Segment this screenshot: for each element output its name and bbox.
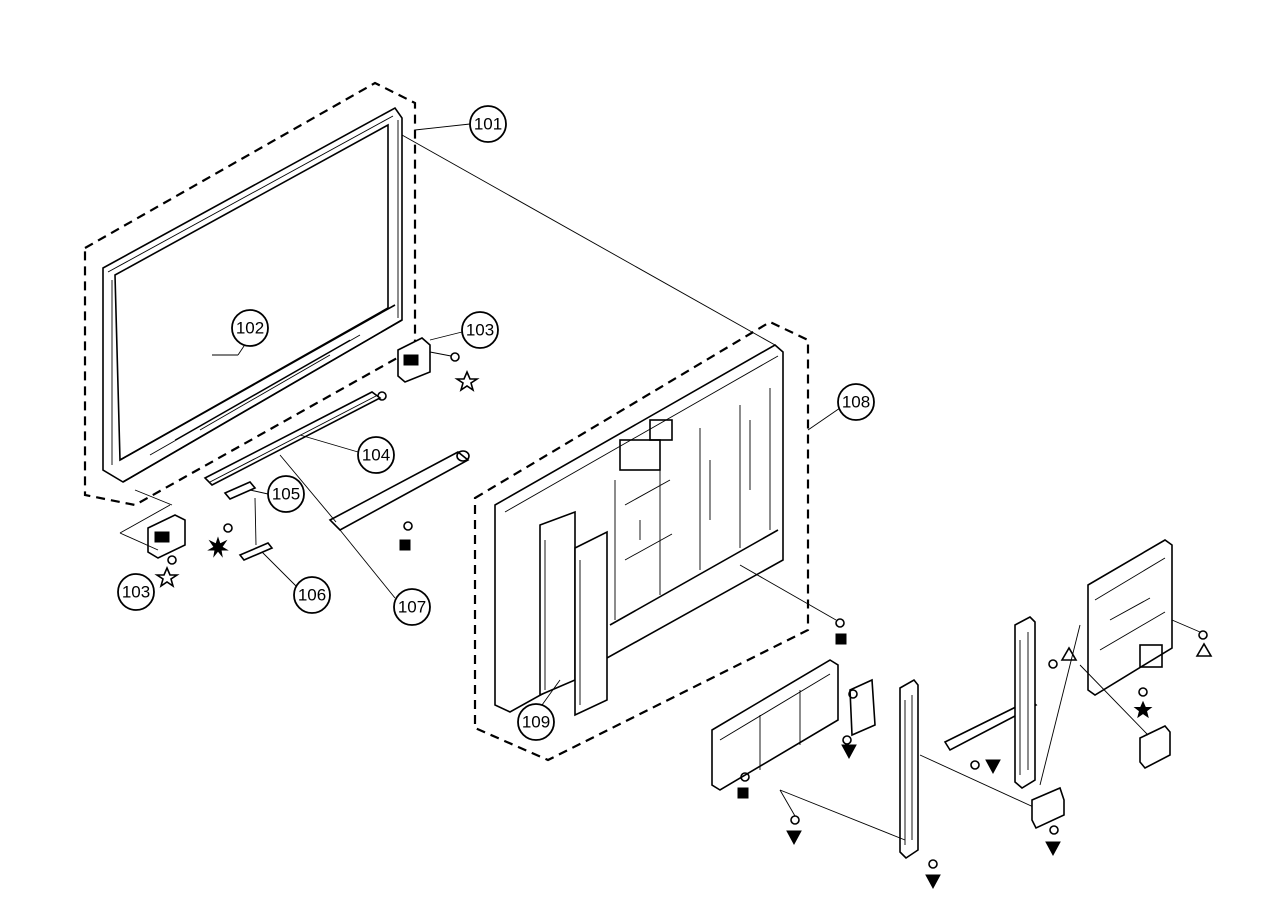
square-solid-icon [399,539,411,551]
strip-106 [238,497,274,561]
triangle-up-outline-icon [1195,642,1213,657]
board-109 [539,510,608,717]
square-solid-icon [835,633,847,645]
bracket-g [1139,725,1171,770]
svg-text:109: 109 [522,713,550,732]
callout-104: 104 [357,436,395,474]
svg-text:105: 105 [272,485,300,504]
callout-103-right: 103 [461,311,499,349]
svg-text:106: 106 [298,586,326,605]
front-bezel-frame [102,106,403,483]
callout-101: 101 [469,105,507,143]
svg-text:103: 103 [466,321,494,340]
callout-109: 109 [517,703,555,741]
triangle-down-solid-icon [1045,841,1061,857]
triangle-down-solid-icon [985,759,1001,775]
callout-102: 102 [231,309,269,347]
rear-chassis-group-outline [473,320,810,762]
callout-105: 105 [267,475,305,513]
triangle-down-solid-icon [841,744,857,760]
speaker-bracket-left [147,514,186,565]
triangle-down-solid-icon [786,830,802,846]
callout-103-left: 103 [117,573,155,611]
clip-105 [223,481,257,533]
bracket-b-tall [899,678,938,869]
bracket-d-tall [1014,616,1058,789]
svg-text:102: 102 [236,319,264,338]
burst-icon [207,536,229,558]
star-outline-icon [154,565,180,588]
triangle-down-solid-icon [925,874,941,890]
bracket-a [711,659,876,825]
tube-107 [328,450,470,531]
star-outline-icon [454,369,480,392]
svg-text:104: 104 [362,446,390,465]
svg-text:103: 103 [122,583,150,602]
rail-104 [203,391,382,486]
callout-108: 108 [837,383,875,421]
foot-e [1031,786,1065,835]
star-solid-icon [1133,700,1153,719]
rail-c [943,699,1038,770]
board-f [1087,539,1208,697]
speaker-bracket-right [397,337,460,383]
svg-text:101: 101 [474,115,502,134]
svg-text:108: 108 [842,393,870,412]
square-solid-icon [737,787,749,799]
rear-chassis-panel [494,344,784,713]
callout-107: 107 [393,588,431,626]
svg-text:107: 107 [398,598,426,617]
callout-106: 106 [293,576,331,614]
